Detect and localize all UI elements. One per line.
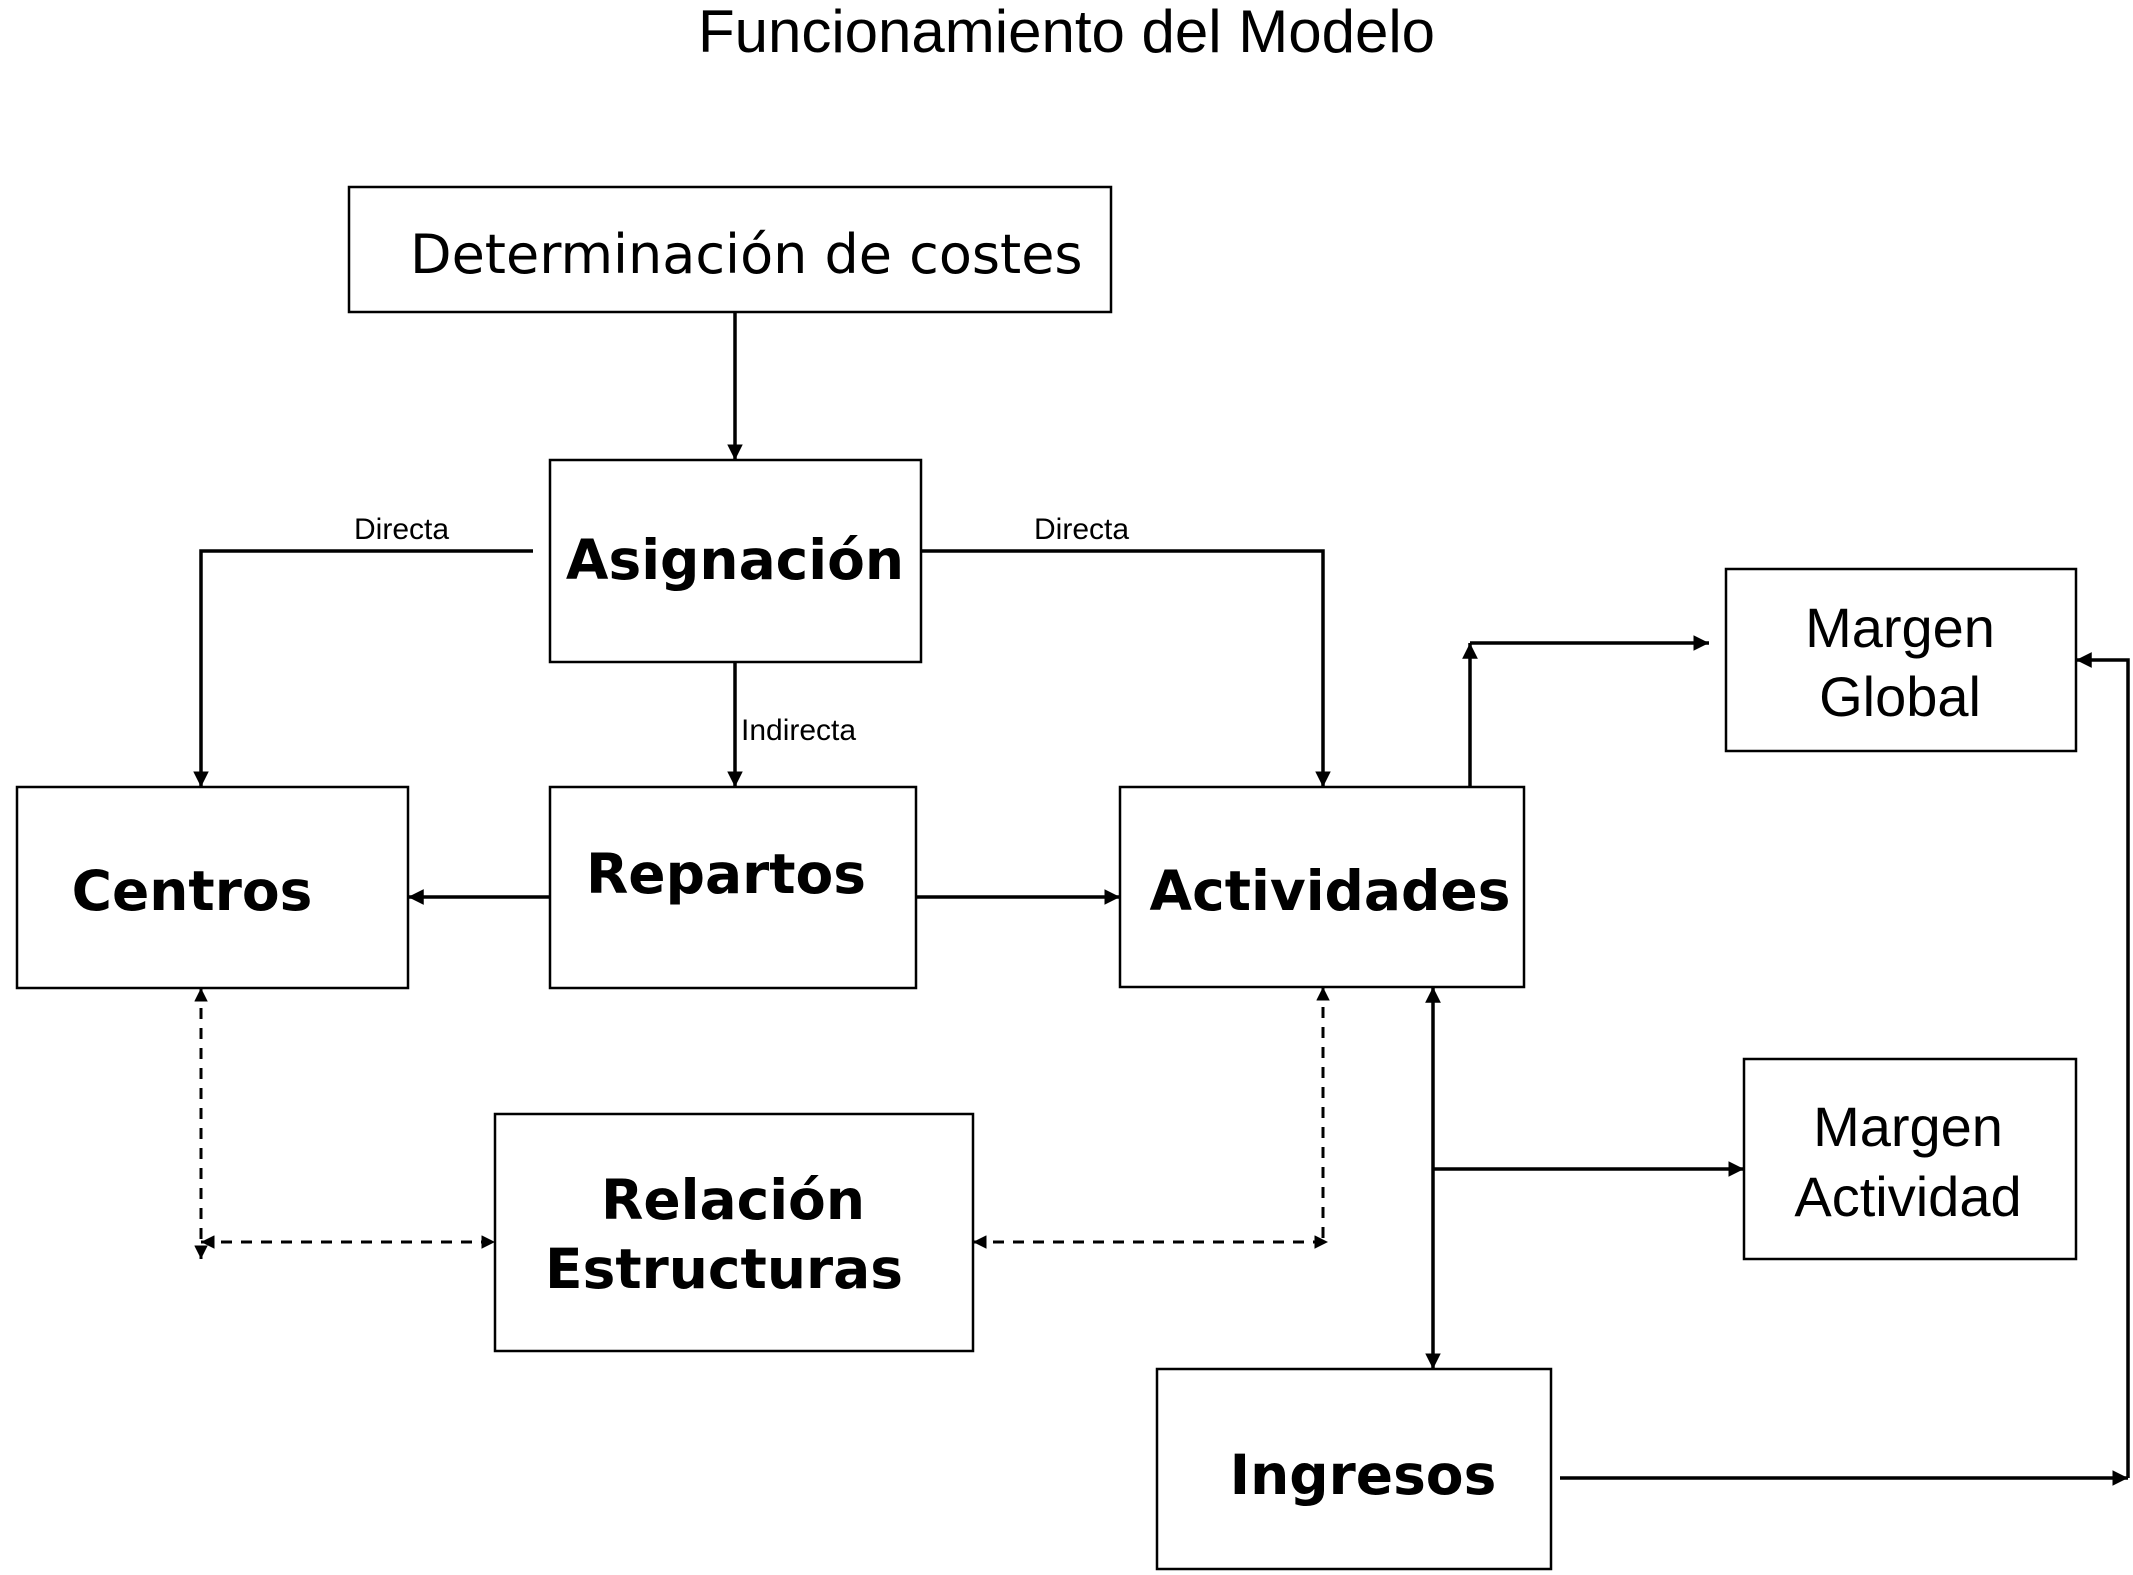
edge-label-directa-right: Directa (1034, 513, 1129, 546)
node-margen-global-box (1724, 567, 2078, 753)
node-relacion-box (493, 1112, 975, 1353)
node-centros-label: Centros (72, 859, 313, 923)
node-margen-actividad-box (1742, 1057, 2078, 1261)
node-relacion-label-2: Estructuras (545, 1237, 903, 1301)
node-margen-actividad-label-1: Margen (1813, 1095, 2003, 1158)
node-asignacion-label: Asignación (566, 528, 904, 592)
node-repartos-label: Repartos (586, 842, 866, 906)
node-costes-box (347, 185, 1113, 314)
node-repartos-box (548, 785, 918, 990)
arrow-asignacion-actividades (921, 549, 1331, 787)
node-relacion-label-1: Relación (601, 1168, 865, 1232)
node-margen-actividad-label-2: Actividad (1794, 1165, 2021, 1228)
arrow-right-rail-to-margen-global (2076, 652, 2130, 1478)
node-margen-global-label-2: Global (1819, 665, 1981, 728)
node-margen-global-label-1: Margen (1805, 596, 1995, 659)
arrow-asignacion-centros (193, 549, 533, 787)
node-ingresos-box (1155, 1367, 1553, 1571)
node-centros-box (15, 785, 410, 990)
edge-label-indirecta: Indirecta (741, 714, 856, 747)
edge-label-directa-left: Directa (354, 513, 449, 546)
node-ingresos-label: Ingresos (1230, 1443, 1497, 1507)
node-actividades-label: Actividades (1150, 859, 1511, 923)
node-costes-label: Determinación de costes (410, 223, 1083, 286)
page-title: Funcionamiento del Modelo (697, 0, 1436, 65)
